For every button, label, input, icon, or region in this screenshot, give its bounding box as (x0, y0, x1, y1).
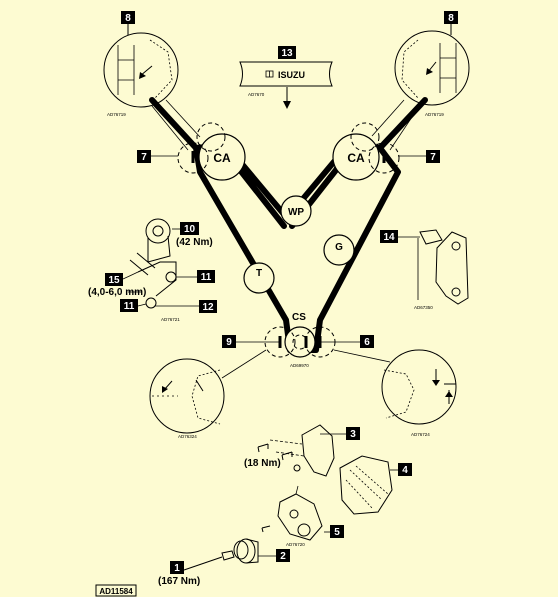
detail-circle-cs-left (264, 326, 296, 358)
callout-3: 3 (346, 427, 360, 440)
callout-15: 15 (105, 273, 123, 286)
callout-14: 14 (380, 230, 398, 243)
callout-11-right: 11 (197, 270, 215, 283)
callout-10: 10 (180, 222, 199, 235)
callout-1: 1 (170, 561, 184, 574)
callout-7-left: 7 (137, 150, 151, 163)
detail-circle-ca-left-side (177, 142, 209, 174)
ref-code-8: AD76720 (286, 542, 305, 547)
svg-text:1: 1 (174, 563, 180, 574)
crankshaft-label: CS (292, 312, 306, 323)
camshaft-pulley-right-label: CA (347, 151, 365, 165)
svg-text:6: 6 (364, 337, 370, 348)
tensioner-pulley-t: T (243, 262, 275, 294)
callout-4: 4 (398, 463, 412, 476)
timing-cover-upper (257, 424, 346, 477)
callout-8-right: 8 (444, 11, 458, 24)
ref-code-7: AD76724 (411, 432, 430, 437)
ref-code-9: AD69970 (290, 363, 309, 368)
camshaft-pulley-left: CA (198, 133, 246, 181)
camshaft-pulley-left-label: CA (213, 151, 231, 165)
detail-bracket (417, 229, 469, 305)
water-pump-label: WP (288, 207, 304, 218)
callout-2: 2 (276, 549, 290, 562)
torque-label-1: (167 Nm) (158, 576, 200, 587)
svg-text:7: 7 (430, 152, 436, 163)
torque-label-3: (18 Nm) (244, 458, 281, 469)
ref-code-6: AD76324 (178, 434, 197, 439)
svg-text:15: 15 (108, 275, 120, 286)
callout-5: 5 (330, 525, 344, 538)
detail-camshaft-mark-left (103, 24, 201, 151)
detail-tensioner (128, 218, 177, 309)
figure-id-badge: AD11584 (95, 584, 137, 597)
ref-code-4: AD76721 (161, 317, 180, 322)
camshaft-pulley-right: CA (332, 133, 380, 181)
ref-code-2: AD76719 (425, 112, 444, 117)
svg-text:7: 7 (141, 152, 147, 163)
callout-11-left: 11 (120, 299, 138, 312)
svg-text:3: 3 (350, 429, 356, 440)
ref-code-3: AD7670 (248, 92, 265, 97)
svg-text:8: 8 (125, 13, 131, 24)
callout-6: 6 (360, 335, 374, 348)
crankshaft-pulley: CS (284, 312, 316, 358)
svg-text:12: 12 (202, 302, 214, 313)
water-pump-pulley: WP (280, 195, 312, 227)
svg-text:8: 8 (448, 13, 454, 24)
detail-circle-ca-right-side (368, 142, 400, 174)
detail-crank-mark-left (149, 349, 267, 434)
callout-12: 12 (199, 300, 217, 313)
detail-crank-mark-right (333, 349, 457, 425)
ref-code-5: AD67350 (414, 305, 433, 310)
svg-text:9: 9 (226, 337, 232, 348)
timing-cover-lower (339, 455, 398, 515)
detail-camshaft-mark-right (371, 24, 470, 151)
callout-13: 13 (278, 46, 296, 59)
svg-text:4: 4 (402, 465, 408, 476)
crankshaft-bolt (183, 550, 235, 571)
svg-text:13: 13 (281, 48, 293, 59)
idler-pulley-g-label: G (335, 242, 343, 253)
crank-sprocket-bracket (261, 485, 330, 541)
crankshaft-sprocket (233, 538, 276, 564)
torque-label-10: (42 Nm) (176, 237, 213, 248)
callout-8-left: 8 (121, 11, 135, 24)
svg-text:14: 14 (383, 232, 395, 243)
svg-text:11: 11 (124, 301, 135, 312)
svg-text:5: 5 (334, 527, 340, 538)
figure-id: AD11584 (99, 587, 133, 596)
idler-pulley-g: G (323, 234, 355, 266)
callout-9: 9 (222, 335, 236, 348)
svg-text:11: 11 (201, 272, 212, 283)
detail-circle-ca-right-top (350, 122, 380, 152)
detail-circle-ca-left-top (196, 122, 226, 152)
gap-spec-label-15: (4,0-6,0 mm) (88, 287, 146, 298)
tensioner-pulley-t-label: T (256, 268, 262, 279)
svg-text:2: 2 (280, 551, 286, 562)
brand-label: ISUZU (278, 70, 305, 80)
engine-brand-tag: ISUZU (239, 61, 333, 109)
callout-7-right: 7 (426, 150, 440, 163)
ref-code-1: AD76719 (107, 112, 126, 117)
svg-text:10: 10 (184, 224, 196, 235)
